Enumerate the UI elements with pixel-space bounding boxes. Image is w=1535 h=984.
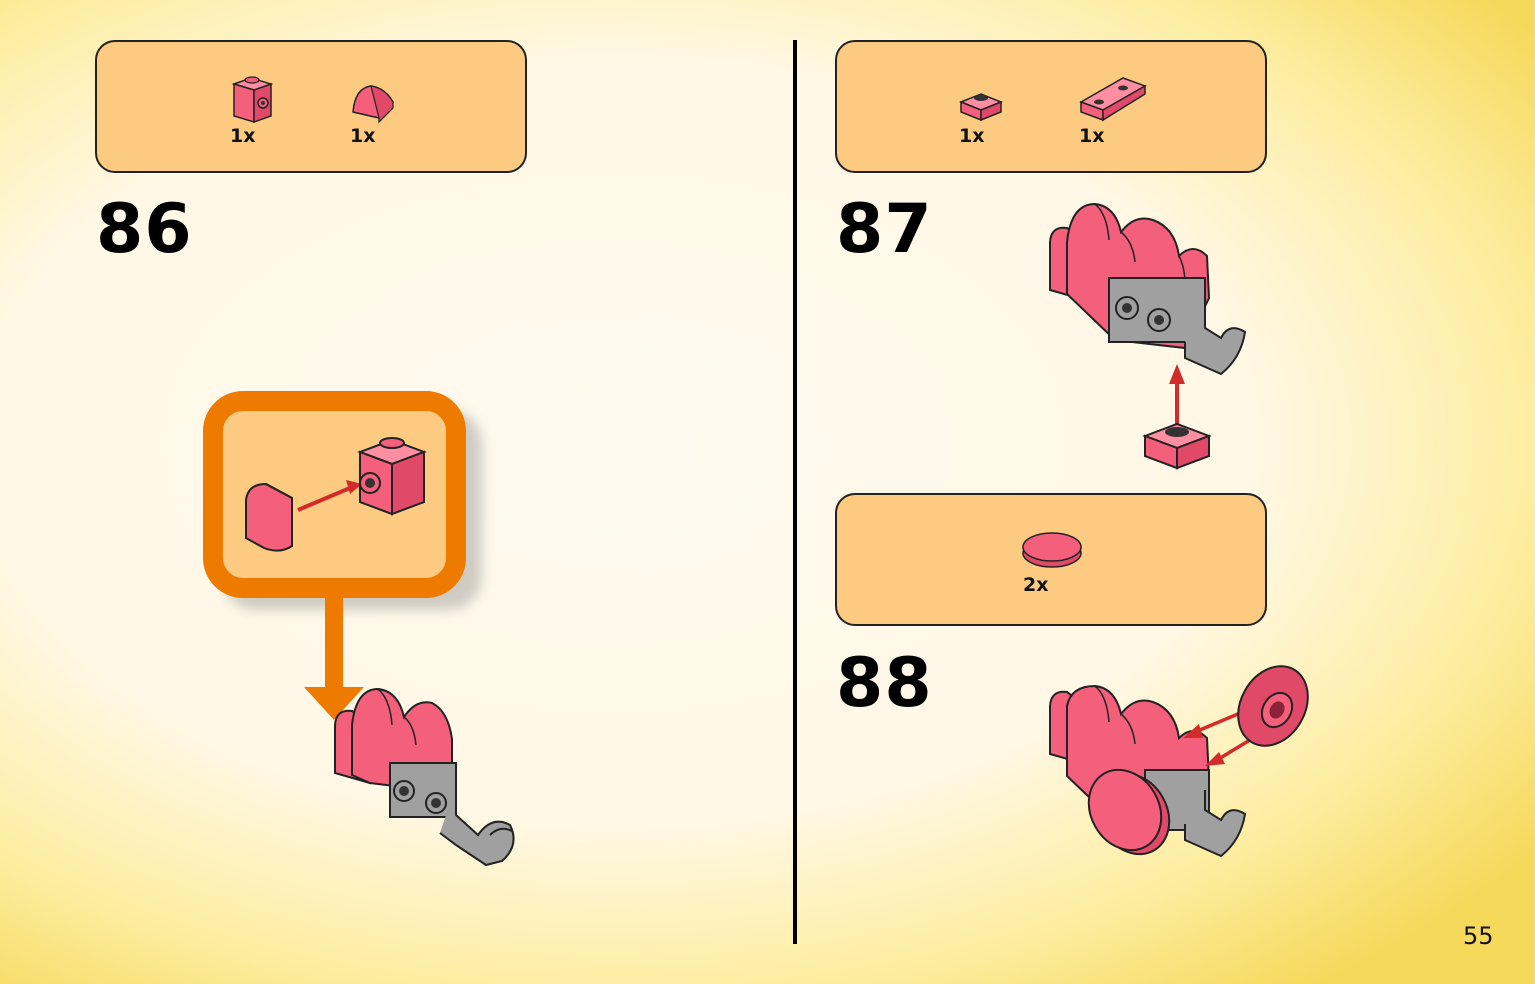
step-number-86: 86 [96,190,193,269]
model-assembly-step-88 [1049,665,1309,858]
part-quantity: 2x [1023,574,1049,596]
page-number: 55 [1463,922,1494,950]
step-number-88: 88 [836,644,933,723]
parts-box-step-88: 2x [835,493,1267,626]
model-assembly-step-86 [334,687,515,867]
model-assembly-step-87 [1049,202,1247,470]
pink-inverted-slope-plate-icon [1079,77,1147,122]
pink-brick-1x1-with-stud-icon [231,76,274,124]
parts-box-step-87: 1x 1x [835,40,1267,173]
parts-box-step-86: 1x 1x [95,40,527,173]
part-quantity: 1x [230,125,256,147]
part-quantity: 1x [959,125,985,147]
sub-assembly-callout [203,391,482,720]
part-quantity: 1x [1079,125,1105,147]
part-quantity: 1x [350,125,376,147]
page-divider [793,40,797,944]
step-number-87: 87 [836,190,933,269]
pink-round-tile-icon [1022,532,1082,568]
pink-plate-1x1-icon [958,93,1004,122]
pink-curved-slope-icon [352,85,394,124]
